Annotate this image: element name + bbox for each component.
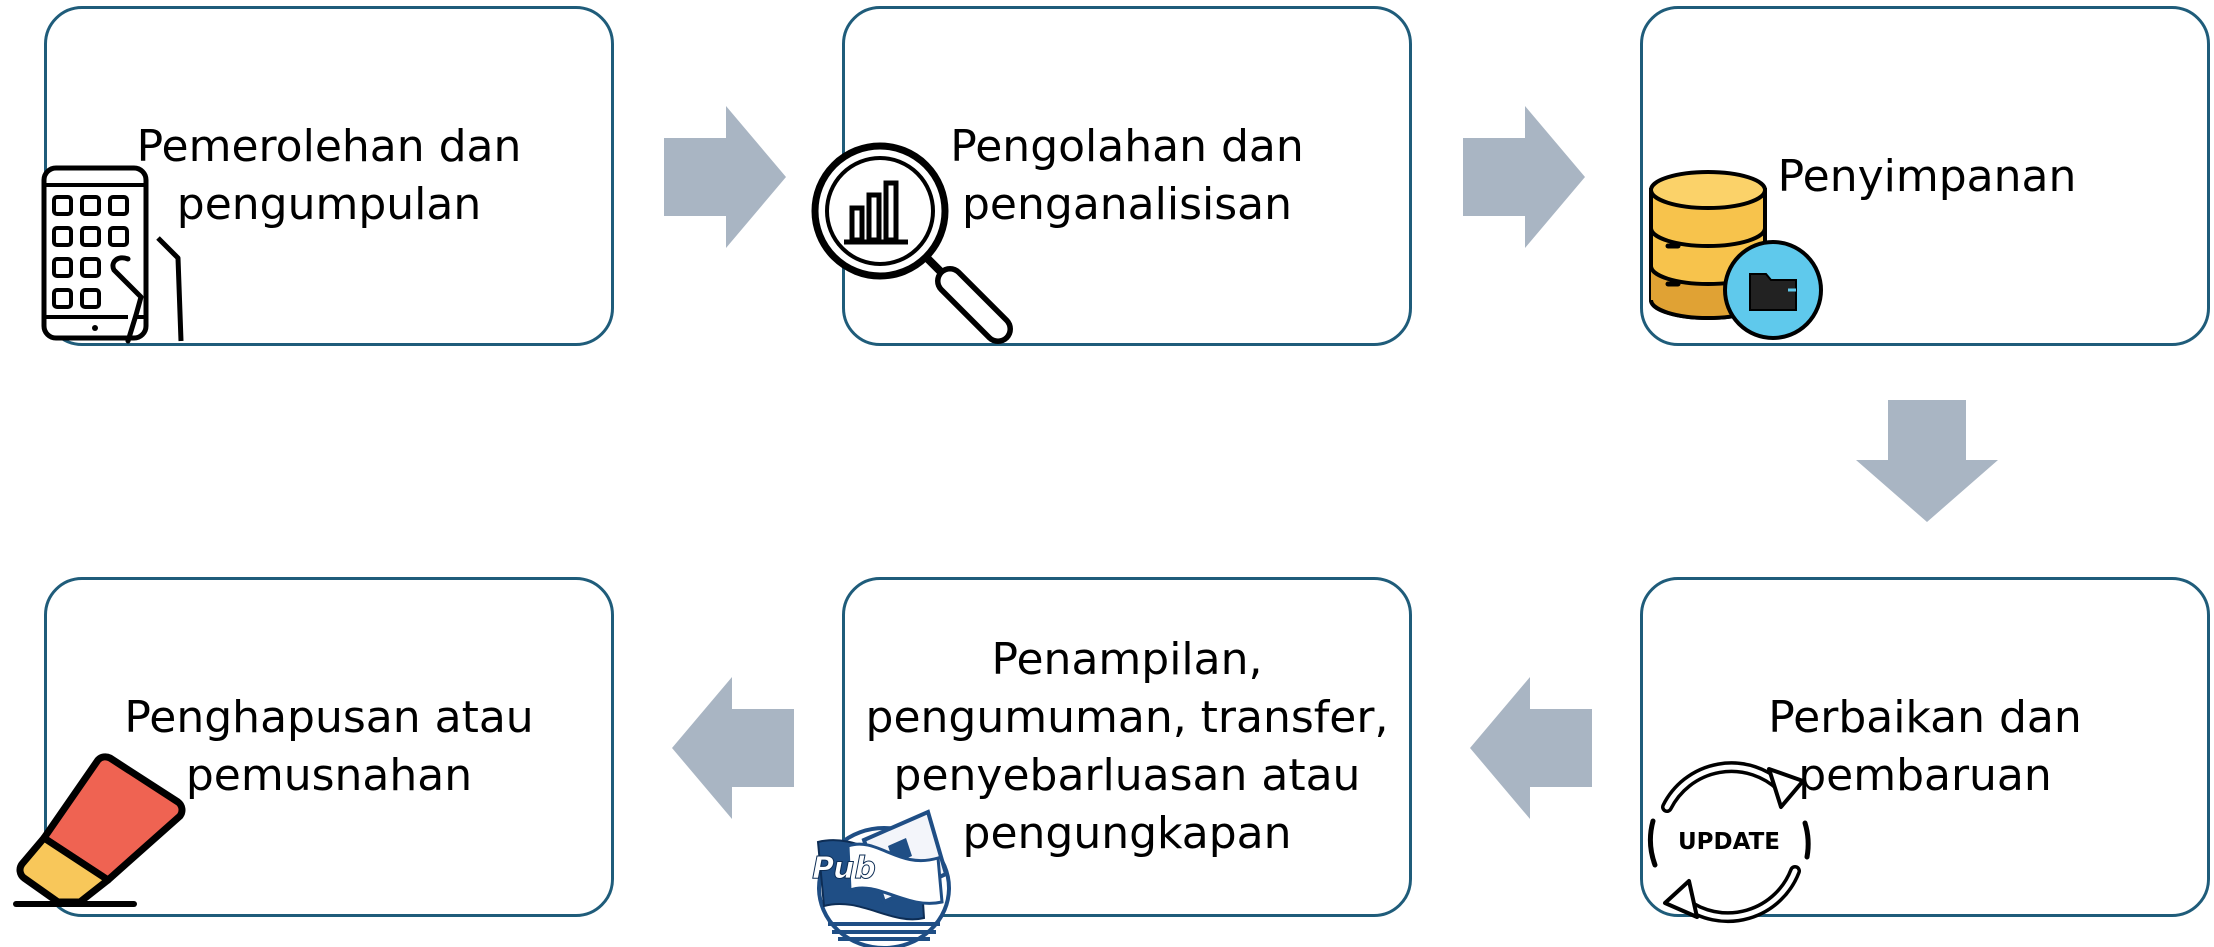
- publication-icon: Pub: [812, 809, 951, 947]
- step-label-line: Pengolahan dan: [950, 121, 1304, 172]
- database-folder-icon: [1649, 170, 1823, 340]
- step-label-line: pengumpulan: [176, 179, 482, 230]
- step-label-line: pengungkapan: [962, 808, 1292, 859]
- step-label-line: Pemerolehan dan: [136, 121, 522, 172]
- step-label-line: pembaruan: [1798, 750, 2052, 801]
- tablet-hand-icon: [41, 165, 184, 344]
- eraser-icon: [13, 753, 186, 907]
- step-label-storage: Penyimpanan: [1752, 148, 2102, 206]
- step-label-deletion: Penghapusan atau pemusnahan: [44, 689, 614, 805]
- flow-arrow-down: [1856, 400, 1998, 522]
- step-label-line: Penghapusan atau: [124, 692, 534, 743]
- step-label-line: pemusnahan: [185, 750, 473, 801]
- flow-arrow-left: [672, 677, 794, 819]
- step-label-acquisition: Pemerolehan dan pengumpulan: [44, 118, 614, 234]
- step-label-line: Penampilan,: [991, 634, 1263, 685]
- step-label-line: penyebarluasan atau: [893, 750, 1361, 801]
- flow-arrow-left: [1470, 677, 1592, 819]
- step-label-update: Perbaikan dan pembaruan: [1720, 689, 2130, 805]
- publication-icon-text: Pub: [812, 851, 876, 886]
- step-label-publication: Penampilan, pengumuman, transfer, penyeb…: [842, 631, 1412, 863]
- magnifier-chart-icon: [811, 142, 1013, 344]
- flow-arrow-right: [1463, 106, 1585, 248]
- update-cycle-icon: UPDATE: [1647, 761, 1811, 924]
- step-label-processing: Pengolahan dan penganalisisan: [842, 118, 1412, 234]
- step-label-line: Perbaikan dan: [1768, 692, 2082, 743]
- update-icon-text: UPDATE: [1678, 829, 1780, 855]
- step-label-line: Penyimpanan: [1777, 151, 2077, 202]
- flow-arrow-right: [664, 106, 786, 248]
- step-box-update: [1640, 577, 2210, 917]
- step-label-line: pengumuman, transfer,: [865, 692, 1389, 743]
- step-box-deletion: [44, 577, 614, 917]
- step-label-line: penganalisisan: [962, 179, 1292, 230]
